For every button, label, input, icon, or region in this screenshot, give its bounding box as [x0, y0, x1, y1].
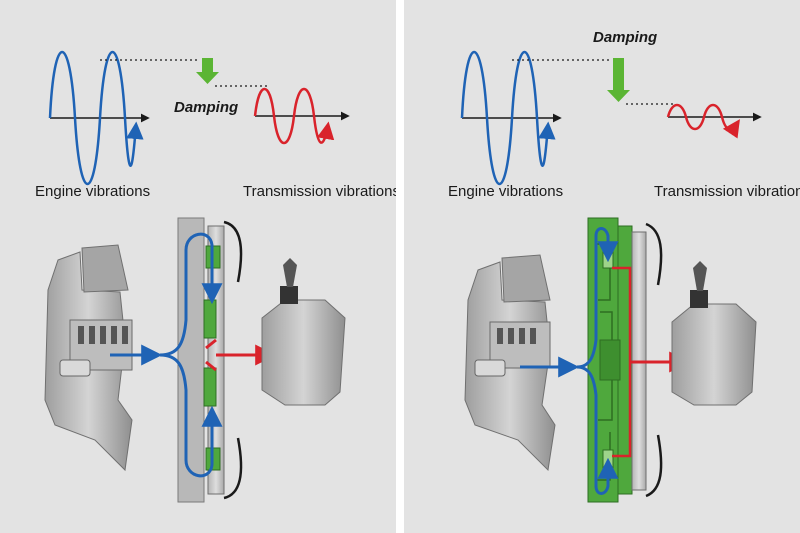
transmission-vibrations-label: Transmission vibrations — [654, 183, 800, 200]
dual-mass-flywheel — [587, 217, 633, 503]
damping-arrow-icon — [196, 58, 219, 84]
engine-vibrations-label: Engine vibrations — [448, 183, 563, 200]
gear-lever-icon — [693, 261, 707, 291]
gear-lever-icon — [283, 258, 297, 287]
engine-flow-path — [520, 227, 619, 495]
flywheel-housing — [177, 217, 205, 503]
engine-wave — [460, 50, 556, 186]
transmission-wave — [253, 87, 335, 145]
damper-spring — [203, 299, 217, 339]
engine-vibration-graph — [460, 50, 562, 186]
engine-flow-path — [110, 232, 223, 478]
transmission-vibration-graph — [666, 103, 762, 139]
damping-label: Damping — [593, 29, 657, 46]
transmission-vibrations-label: Transmission vibrations — [243, 183, 400, 200]
panel-conventional: Damping Engine vibrations Transmission v… — [0, 0, 400, 533]
transmission-wave — [666, 103, 740, 139]
damping-arrow-icon — [607, 58, 630, 102]
gearbox — [261, 258, 346, 406]
panel-divider — [396, 0, 404, 533]
damping-label: Damping — [174, 99, 238, 116]
engine-vibration-graph — [48, 50, 150, 186]
gearbox — [671, 261, 757, 406]
engine-vibrations-label: Engine vibrations — [35, 183, 150, 200]
transmission-vibration-graph — [253, 87, 350, 145]
damper-spring — [203, 367, 217, 407]
engine-block — [44, 244, 133, 472]
engine-wave — [48, 50, 144, 186]
engine-block — [464, 254, 556, 472]
panel-dual-mass: Damping Engine vibrations Transmission v… — [404, 0, 800, 533]
